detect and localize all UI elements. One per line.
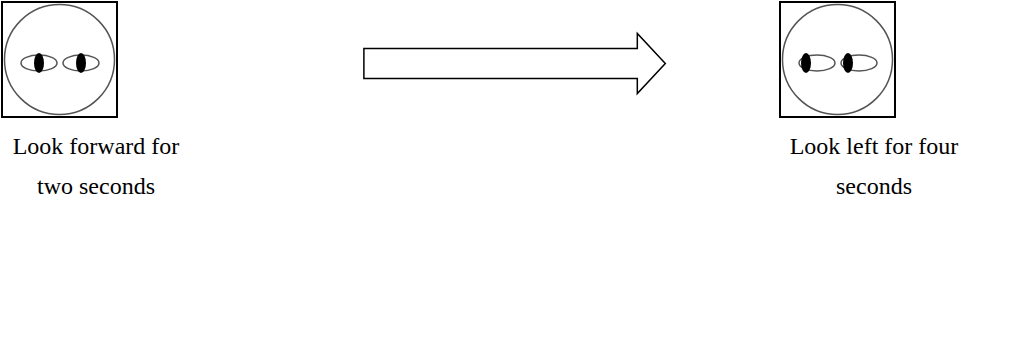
face-circle [783, 5, 893, 115]
pupil [76, 53, 86, 73]
face-box: Look forward for two seconds [1, 1, 191, 206]
face-frame [1, 1, 118, 118]
face-circle [5, 5, 115, 115]
pupil [843, 53, 853, 73]
caption-text: Look forward for two seconds [1, 126, 191, 206]
block-arrow [364, 34, 665, 94]
pupil [34, 53, 44, 73]
box-outline [780, 2, 895, 117]
box-outline [2, 2, 117, 117]
face-frame [779, 1, 896, 118]
face-illustration [1, 1, 118, 118]
face-box: Look left for four seconds [779, 1, 969, 206]
caption-text: Look left for four seconds [779, 126, 969, 206]
pupil [801, 53, 811, 73]
face-illustration [779, 1, 896, 118]
